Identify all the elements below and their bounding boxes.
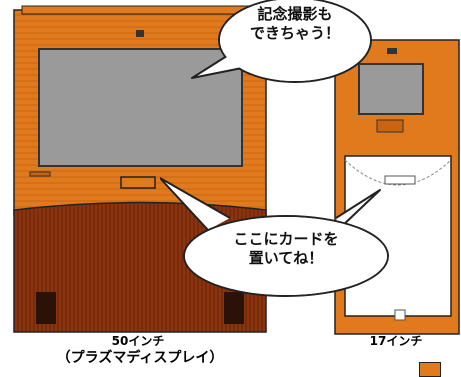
small-kiosk-size-label: 17インチ <box>369 334 423 348</box>
small-kiosk-illustration <box>334 39 460 335</box>
small-kiosk <box>329 0 461 336</box>
speech-bubble-shape <box>159 177 389 297</box>
speech-bubble-card: ここにカードを 置いてね！ <box>159 170 400 300</box>
camera-icon <box>387 48 397 54</box>
screen <box>358 63 424 115</box>
photo-bubble-text: 記念撮影も できちゃう！ <box>249 5 340 42</box>
large-kiosk-display-type-label: （プラズマディスプレイ） <box>56 350 224 366</box>
corner-tag <box>419 362 441 377</box>
speech-bubble-photo: 記念撮影も できちゃう！ <box>180 0 380 100</box>
large-kiosk-size-label: 50インチ <box>111 334 165 348</box>
speech-bubble-shape <box>191 0 372 83</box>
card-reader <box>384 175 416 185</box>
camera-icon <box>136 30 144 37</box>
card-reader <box>120 176 156 189</box>
speaker <box>224 292 244 324</box>
card-bubble-text: ここにカードを 置いてね！ <box>233 230 339 267</box>
speaker <box>36 292 56 324</box>
